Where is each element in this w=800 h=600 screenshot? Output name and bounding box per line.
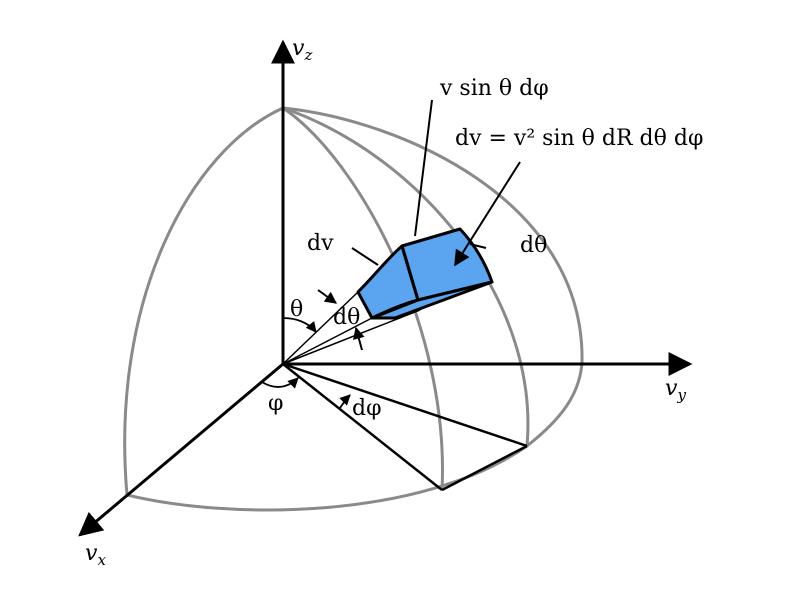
volume-element-edge xyxy=(400,245,420,301)
vz-label: vz xyxy=(292,36,312,64)
ray-lower xyxy=(282,317,373,365)
element-rays xyxy=(282,291,421,365)
meridian-2-base xyxy=(441,444,528,492)
dv-label: dv xyxy=(307,231,334,256)
equatorial-rays xyxy=(282,362,528,492)
dtheta-arrow-upper xyxy=(317,289,337,304)
arc-width-pointer xyxy=(414,99,433,237)
volume-element xyxy=(356,227,494,320)
ray-far xyxy=(282,309,421,365)
volume-element-pointer xyxy=(454,161,521,267)
ray-upper xyxy=(282,291,359,365)
axes xyxy=(78,39,693,537)
dphi-arc xyxy=(339,394,351,409)
dtheta-right-label: dθ xyxy=(520,233,547,258)
dtheta-arrow-lower xyxy=(353,326,365,351)
volume-element-formula: dv = v² sin θ dR dθ dφ xyxy=(455,126,703,151)
vz-label-sub: z xyxy=(303,46,312,64)
vz-label-base: v xyxy=(292,36,305,61)
dtheta-right-pointer xyxy=(469,243,487,249)
arc-width-label: v sin θ dφ xyxy=(439,76,549,101)
vy-label: vy xyxy=(665,376,686,404)
dv-pointer xyxy=(351,247,379,266)
dtheta-left-label: dθ xyxy=(333,305,360,330)
volume-element-bottom xyxy=(370,280,494,320)
pointers xyxy=(317,99,521,351)
vx-axis xyxy=(78,362,284,537)
ray-to-meridian-2 xyxy=(282,363,443,491)
vy-label-base: v xyxy=(665,376,678,401)
equator-arc-right xyxy=(526,361,584,448)
angle-arcs xyxy=(261,317,351,409)
dphi-label: dφ xyxy=(352,396,382,421)
phi-arc xyxy=(261,377,299,389)
theta-label: θ xyxy=(290,297,303,322)
theta-arc xyxy=(282,317,317,333)
phi-label: φ xyxy=(268,391,283,416)
vx-label-sub: x xyxy=(97,551,106,569)
ray-to-meridian-3 xyxy=(282,362,528,448)
vx-label-base: v xyxy=(85,541,98,566)
vy-label-sub: y xyxy=(676,386,686,404)
front-meridian xyxy=(123,106,284,496)
back-meridian xyxy=(282,106,584,363)
vx-label: vx xyxy=(85,541,106,569)
